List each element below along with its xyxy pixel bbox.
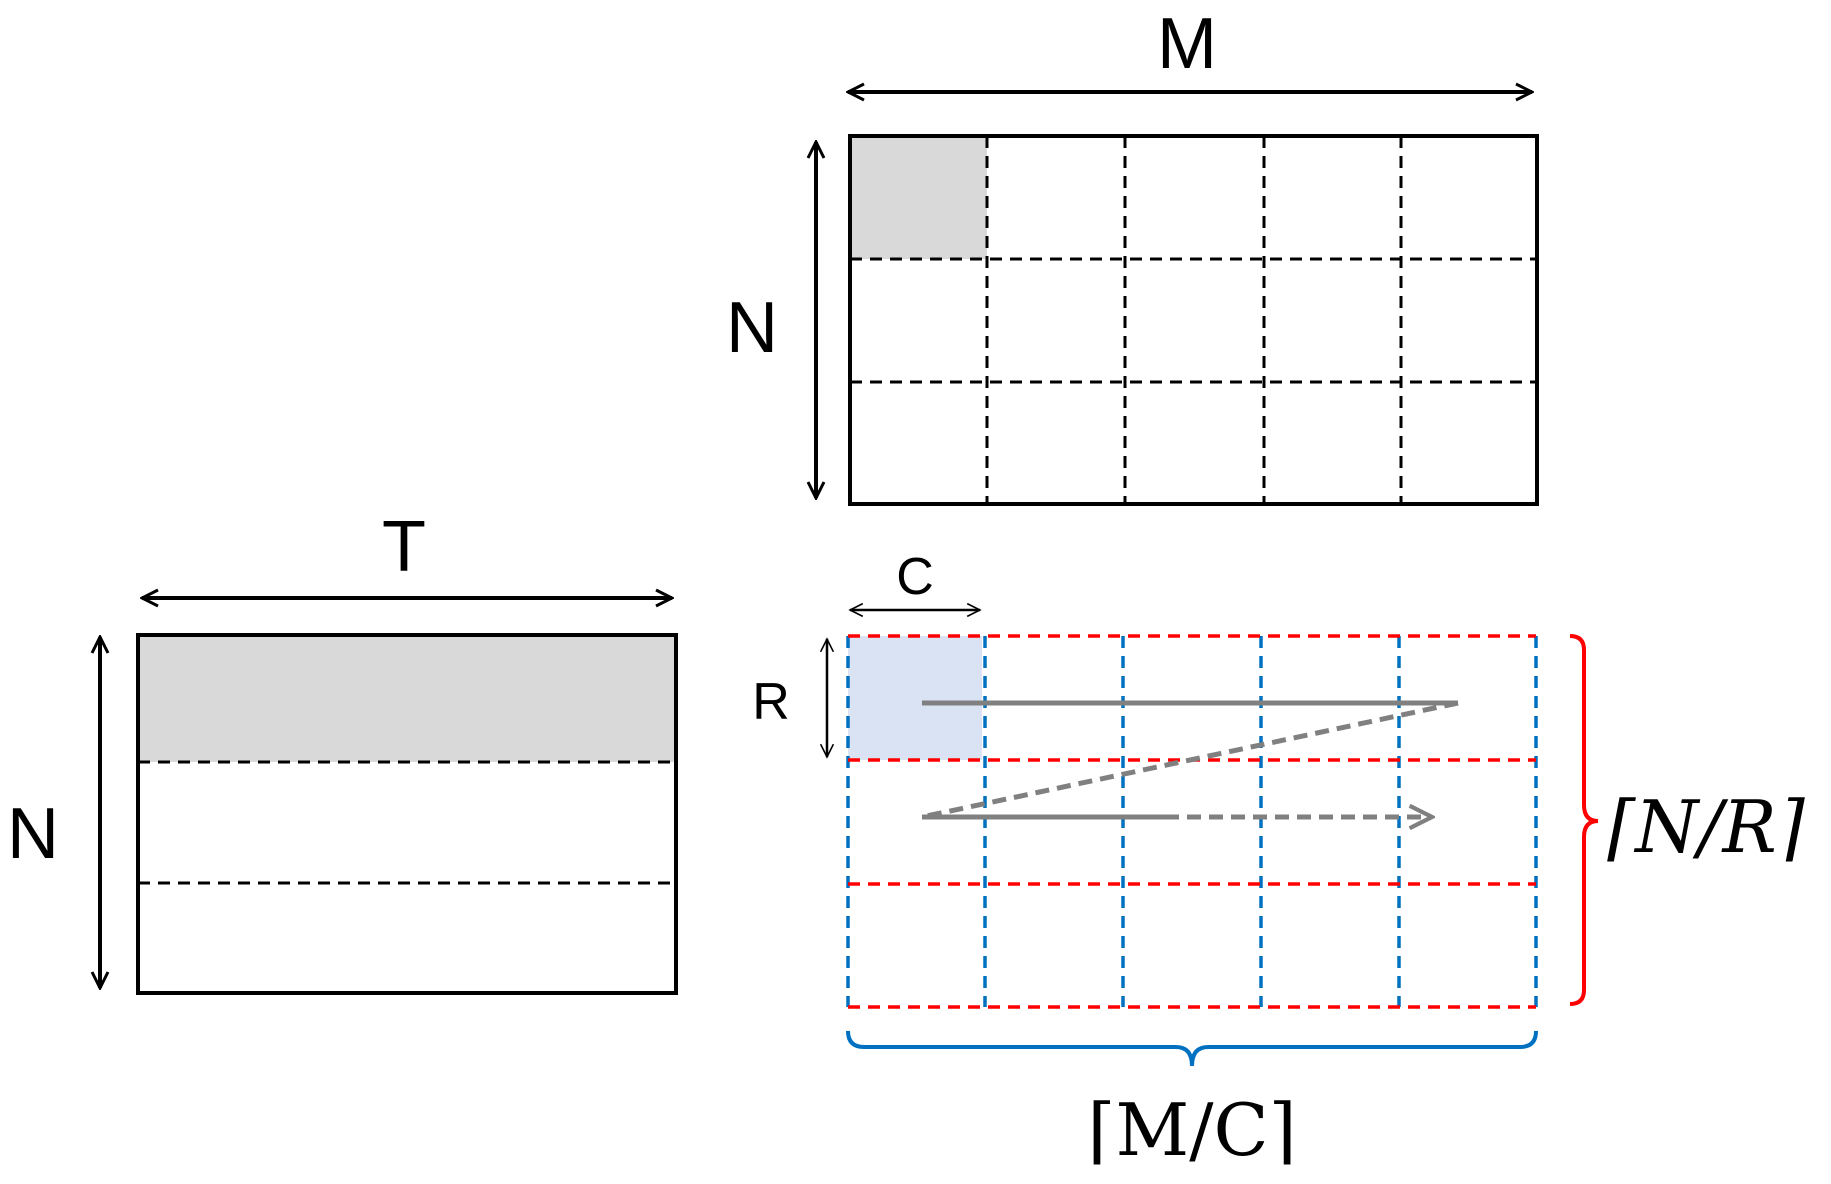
cols-brace — [846, 1030, 1538, 1067]
rows-count-label: ⌈N/R⌉ — [1607, 785, 1806, 869]
tile-height-label: R — [752, 673, 790, 731]
top-matrix-width-label: M — [1157, 4, 1217, 84]
left-matrix-grid — [138, 760, 676, 885]
left-matrix-width-label: T — [382, 507, 426, 587]
left-matrix-highlight-row — [138, 635, 676, 762]
top-matrix-grid — [850, 136, 1537, 504]
top-matrix-height-label: N — [726, 288, 778, 368]
left-matrix: T N — [7, 507, 678, 995]
tiled-matrix: C R ⌈N/R⌉ ⌈M/C⌉ — [752, 548, 1806, 1172]
tiled-matrix-column-lines — [846, 636, 1538, 1007]
traversal-path — [921, 700, 1459, 820]
top-matrix-outline — [848, 134, 1539, 506]
tile-width-label: C — [896, 548, 934, 606]
left-matrix-outline — [136, 633, 678, 995]
tiled-matrix-highlight-tile — [848, 636, 982, 760]
traversal-return — [921, 700, 1459, 820]
cols-count-label: ⌈M/C⌉ — [1087, 1088, 1296, 1172]
top-matrix: M N — [726, 4, 1539, 506]
top-matrix-highlight-tile — [850, 136, 987, 259]
rows-brace — [1569, 634, 1599, 1006]
left-matrix-height-label: N — [7, 794, 59, 874]
